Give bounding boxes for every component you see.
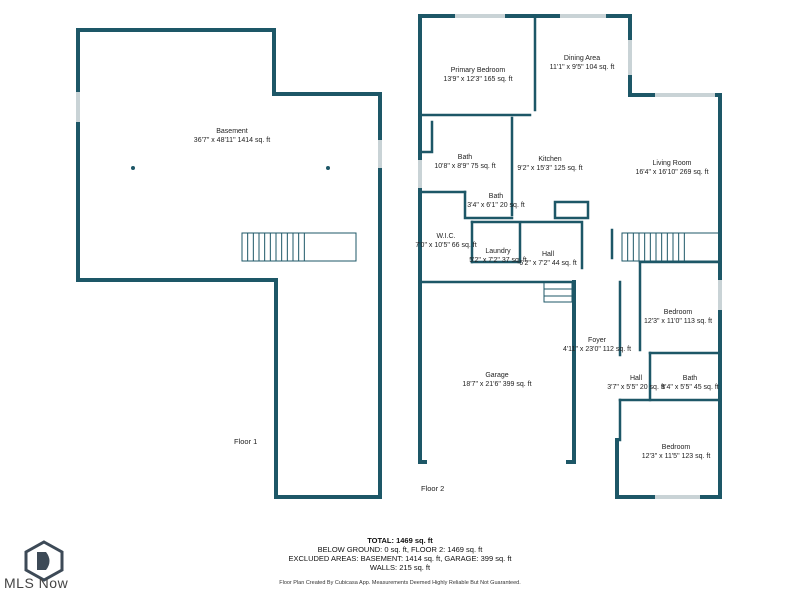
- room-label-basement: Basement 36'7" x 48'11" 1414 sq. ft: [194, 127, 270, 145]
- foyer-steps: [543, 281, 573, 303]
- room-label-living-room: Living Room 16'4" x 16'10" 269 sq. ft: [635, 160, 709, 176]
- floor2-outer-wall-top: [418, 14, 722, 499]
- room-name: Basement: [216, 128, 248, 135]
- living-room-stairs: [621, 232, 721, 262]
- laundry-box: [470, 220, 522, 264]
- disclaimer: Floor Plan Created By Cubicasa App. Meas…: [279, 580, 521, 586]
- summary-below-ground: BELOW GROUND: 0 sq. ft, FLOOR 2: 1469 sq…: [317, 545, 483, 554]
- room-label-hall-2: Hall 3'7" x 5'5" 20 sq. ft: [607, 375, 665, 391]
- fixture-dots: [131, 166, 330, 170]
- summary-walls: WALLS: 215 sq. ft: [369, 563, 431, 572]
- hall-box: [520, 220, 584, 270]
- room-label-bedroom-1: Bedroom 12'3" x 11'0" 113 sq. ft: [643, 309, 713, 325]
- logo-text: MLS Now: [4, 575, 69, 591]
- pantry-box: [553, 200, 590, 220]
- room-label-primary-bedroom: Primary Bedroom 13'9" x 12'3" 165 sq. ft: [443, 67, 513, 83]
- room-label-garage: Garage 18'7" x 21'6" 399 sq. ft: [462, 372, 532, 388]
- room-label-bath: Bath 10'8" x 8'9" 75 sq. ft: [434, 154, 496, 170]
- mls-now-logo-icon: [24, 540, 64, 582]
- area-summary: TOTAL: 1469 sq. ft BELOW GROUND: 0 sq. f…: [250, 536, 550, 572]
- floor1-label: Floor 1: [234, 437, 258, 446]
- room-label-laundry: Laundry 5'2" x 7'2" 37 sq. ft: [469, 248, 527, 264]
- summary-excluded: EXCLUDED AREAS: BASEMENT: 1414 sq. ft, G…: [288, 554, 512, 563]
- bath-closet-wall: [418, 120, 434, 154]
- basement-stairs: [241, 232, 357, 262]
- bath2-wall: [463, 190, 514, 220]
- windows: [76, 14, 722, 499]
- room-label-dining-area: Dining Area 11'1" x 9'5" 104 sq. ft: [549, 55, 615, 71]
- room-label-bath-3: Bath 8'4" x 5'5" 45 sq. ft: [661, 375, 719, 391]
- room-label-bedroom-2: Bedroom 12'3" x 11'5" 123 sq. ft: [641, 444, 711, 460]
- room-label-bath-2: Bath 3'4" x 6'1" 20 sq. ft: [467, 193, 525, 209]
- summary-total: TOTAL: 1469 sq. ft: [367, 536, 433, 545]
- room-label-kitchen: Kitchen 9'2" x 15'3" 125 sq. ft: [517, 156, 583, 172]
- room-label-hall: Hall 6'2" x 7'2" 44 sq. ft: [519, 251, 577, 267]
- floor2-label: Floor 2: [421, 484, 445, 493]
- basement-outline: [76, 28, 382, 499]
- room-label-wic: W.I.C. 7'0" x 10'5" 66 sq. ft: [415, 233, 477, 249]
- room-label-foyer: Foyer 4'11" x 23'0" 112 sq. ft: [562, 337, 632, 353]
- room-dims: 36'7" x 48'11" 1414 sq. ft: [193, 137, 271, 144]
